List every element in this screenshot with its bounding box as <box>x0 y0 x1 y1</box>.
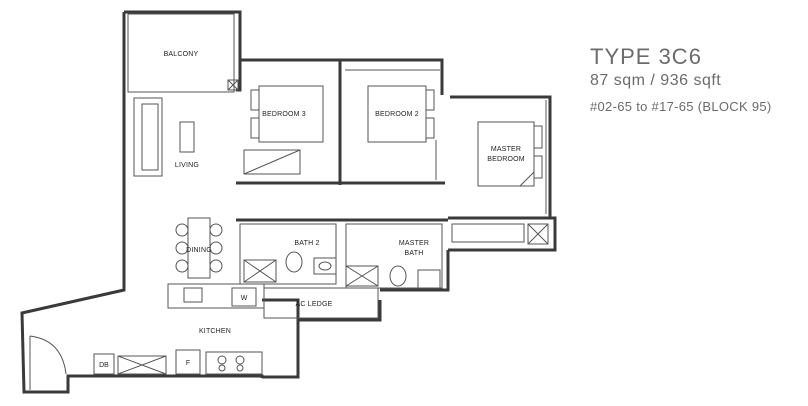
bedroom-3: BEDROOM 3 <box>243 60 342 185</box>
dining-label: DINING <box>186 247 212 254</box>
outer-walls <box>20 10 557 394</box>
bath2-label: BATH 2 <box>294 240 319 247</box>
toilet <box>285 251 303 273</box>
bath-2: BATH 2 <box>239 223 337 285</box>
kitchen: W KITCHEN DB F <box>29 283 265 390</box>
db-label: DB <box>99 362 109 369</box>
master-bedroom-label-2: BEDROOM <box>487 156 525 163</box>
bedroom2-label: BEDROOM 2 <box>375 111 419 118</box>
bed <box>477 121 535 187</box>
bed <box>258 85 324 143</box>
unit-type: TYPE 3C6 <box>590 44 702 69</box>
ac-ledge-label: AC LEDGE <box>296 301 333 308</box>
master-bath-label-2: BATH <box>405 250 424 257</box>
balcony: BALCONY <box>127 13 239 93</box>
unit-area: 87 sqm / 936 sqft <box>590 72 722 89</box>
balcony-label: BALCONY <box>164 51 199 58</box>
toilet <box>389 265 407 287</box>
dining-area: DINING <box>175 217 223 279</box>
living-label: LIVING <box>175 162 199 169</box>
fridge-label: F <box>186 360 190 367</box>
living-room: LIVING <box>133 97 199 177</box>
coffee-table <box>179 121 195 153</box>
master-bedroom: MASTER BEDROOM <box>451 100 549 245</box>
bed <box>367 85 427 143</box>
bedroom3-label: BEDROOM 3 <box>262 111 306 118</box>
sofa <box>133 97 163 177</box>
master-bath-label-1: MASTER <box>399 240 429 247</box>
washer-label: W <box>241 295 248 302</box>
bedroom-2: BEDROOM 2 <box>345 69 440 180</box>
ac-ledge: AC LEDGE <box>263 287 379 319</box>
master-bath: MASTER BATH <box>345 223 443 289</box>
unit-range: #02-65 to #17-65 (BLOCK 95) <box>590 99 772 114</box>
kitchen-label: KITCHEN <box>199 328 231 335</box>
master-bedroom-label-1: MASTER <box>491 146 521 153</box>
